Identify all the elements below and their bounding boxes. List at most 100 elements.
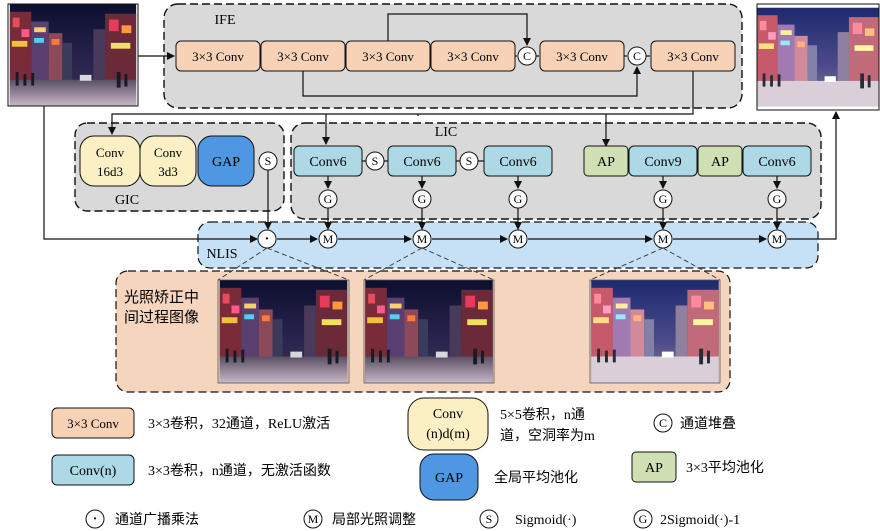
svg-text:Conv6: Conv6: [403, 155, 440, 170]
svg-text:3×3卷积，32通道，ReLU激活: 3×3卷积，32通道，ReLU激活: [148, 415, 330, 432]
svg-text:通道广播乘法: 通道广播乘法: [115, 512, 199, 528]
m-symbol-1: M: [318, 229, 338, 249]
svg-text:G: G: [324, 192, 333, 206]
svg-text:3×3卷积，n通道，无激活函数: 3×3卷积，n通道，无激活函数: [148, 462, 331, 479]
intermediate-caption-line1: 光照矫正中: [124, 289, 199, 306]
svg-text:Conv: Conv: [433, 407, 463, 422]
svg-text:Conv: Conv: [154, 145, 183, 160]
legend-conv3x3: 3×3 Conv 3×3卷积，32通道，ReLU激活: [51, 407, 330, 439]
svg-text:G: G: [773, 192, 782, 206]
concat-symbol-1: C: [517, 46, 537, 66]
svg-text:M: M: [513, 232, 524, 246]
m-symbol-2: M: [412, 229, 432, 249]
svg-text:3×3平均池化: 3×3平均池化: [686, 460, 764, 476]
legend-ap: AP 3×3平均池化: [631, 451, 764, 483]
input-image: [7, 3, 139, 107]
ife-conv-5: 3×3 Conv: [539, 40, 625, 72]
m-symbol-5: M: [767, 229, 787, 249]
svg-text:C: C: [523, 49, 531, 63]
m-symbol-3: M: [508, 229, 528, 249]
svg-text:3×3 Conv: 3×3 Conv: [277, 49, 329, 64]
lic-conv6-4: Conv6: [742, 145, 812, 177]
svg-text:3×3 Conv: 3×3 Conv: [362, 49, 414, 64]
svg-text:S: S: [372, 154, 379, 168]
svg-text:M: M: [417, 232, 428, 246]
gic-sigmoid: S: [258, 151, 278, 171]
lic-conv6-3: Conv6: [483, 145, 553, 177]
svg-text:3d3: 3d3: [158, 164, 178, 179]
ife-conv-1: 3×3 Conv: [175, 40, 261, 72]
lic-sigmoid-2: S: [459, 151, 479, 171]
svg-text:AP: AP: [711, 155, 729, 170]
legend-gap: GAP 全局平均池化: [419, 453, 578, 501]
lic-conv6-1: Conv6: [293, 145, 363, 177]
ife-title: IFE: [215, 13, 236, 28]
svg-text:Conv6: Conv6: [499, 155, 536, 170]
svg-text:3×3 Conv: 3×3 Conv: [192, 49, 244, 64]
lic-ap-1: AP: [583, 145, 629, 177]
intermediate-image-1: [217, 279, 350, 384]
g-symbol-2: G: [412, 189, 432, 209]
svg-text:AP: AP: [645, 461, 663, 476]
svg-text:·: ·: [93, 512, 98, 527]
lic-ap-2: AP: [697, 145, 743, 177]
svg-text:C: C: [659, 416, 667, 430]
g-symbol-5: G: [767, 189, 787, 209]
ife-conv-4: 3×3 Conv: [430, 40, 516, 72]
ife-conv-3: 3×3 Conv: [345, 40, 431, 72]
g-symbol-4: G: [653, 189, 673, 209]
legend-convn: Conv(n) 3×3卷积，n通道，无激活函数: [51, 454, 331, 486]
gic-conv-3d3: Conv 3d3: [139, 135, 197, 187]
svg-text:3×3 Conv: 3×3 Conv: [556, 49, 608, 64]
svg-text:S: S: [466, 154, 473, 168]
svg-text:Sigmoid(·): Sigmoid(·): [515, 513, 577, 528]
legend-concat: C 通道堆叠: [653, 413, 736, 433]
legend-convnd: Conv (n)d(m) 5×5卷积，n通 道，空洞率为m: [407, 397, 595, 451]
svg-text:(n)d(m): (n)d(m): [426, 427, 470, 442]
m-symbol-4: M: [653, 229, 673, 249]
g-symbol-1: G: [318, 189, 338, 209]
ife-conv-6: 3×3 Conv: [650, 40, 736, 72]
svg-text:S: S: [265, 154, 272, 168]
svg-text:GAP: GAP: [435, 471, 463, 486]
svg-text:局部光照调整: 局部光照调整: [332, 512, 416, 528]
svg-text:全局平均池化: 全局平均池化: [494, 469, 578, 486]
svg-text:S: S: [486, 512, 493, 526]
svg-text:AP: AP: [597, 155, 615, 170]
intermediate-image-3: [589, 279, 721, 384]
svg-text:C: C: [633, 49, 641, 63]
ife-conv-2: 3×3 Conv: [260, 40, 346, 72]
svg-text:G: G: [659, 192, 668, 206]
nlis-band: [197, 221, 819, 269]
lic-title: LIC: [435, 125, 458, 140]
svg-text:M: M: [658, 232, 669, 246]
legend-merge: M 局部光照调整: [303, 509, 416, 529]
svg-text:2Sigmoid(·)-1: 2Sigmoid(·)-1: [660, 513, 740, 528]
svg-text:通道堆叠: 通道堆叠: [680, 416, 736, 432]
svg-text:Conv(n): Conv(n): [70, 464, 117, 479]
svg-text:Conv6: Conv6: [309, 155, 346, 170]
svg-text:道，空洞率为m: 道，空洞率为m: [500, 427, 595, 444]
legend-mult: · 通道广播乘法: [85, 509, 199, 529]
svg-text:GAP: GAP: [212, 155, 240, 170]
svg-text:Conv6: Conv6: [758, 155, 795, 170]
svg-text:16d3: 16d3: [97, 164, 123, 179]
svg-text:·: ·: [265, 232, 270, 247]
intermediate-caption-line2: 间过程图像: [124, 309, 199, 326]
svg-text:M: M: [772, 232, 783, 246]
svg-text:3×3 Conv: 3×3 Conv: [67, 416, 119, 431]
svg-text:G: G: [418, 192, 427, 206]
concat-symbol-2: C: [627, 46, 647, 66]
legend-gsig: G 2Sigmoid(·)-1: [633, 509, 740, 529]
g-symbol-3: G: [508, 189, 528, 209]
output-image: [756, 3, 880, 111]
svg-text:G: G: [639, 512, 648, 526]
svg-text:3×3 Conv: 3×3 Conv: [667, 49, 719, 64]
gic-conv-16d3: Conv 16d3: [79, 135, 141, 187]
svg-text:G: G: [514, 192, 523, 206]
gic-gap: GAP: [197, 135, 255, 187]
svg-text:Conv: Conv: [96, 145, 125, 160]
legend-sigmoid: S Sigmoid(·): [479, 509, 577, 529]
gic-title: GIC: [115, 193, 139, 208]
